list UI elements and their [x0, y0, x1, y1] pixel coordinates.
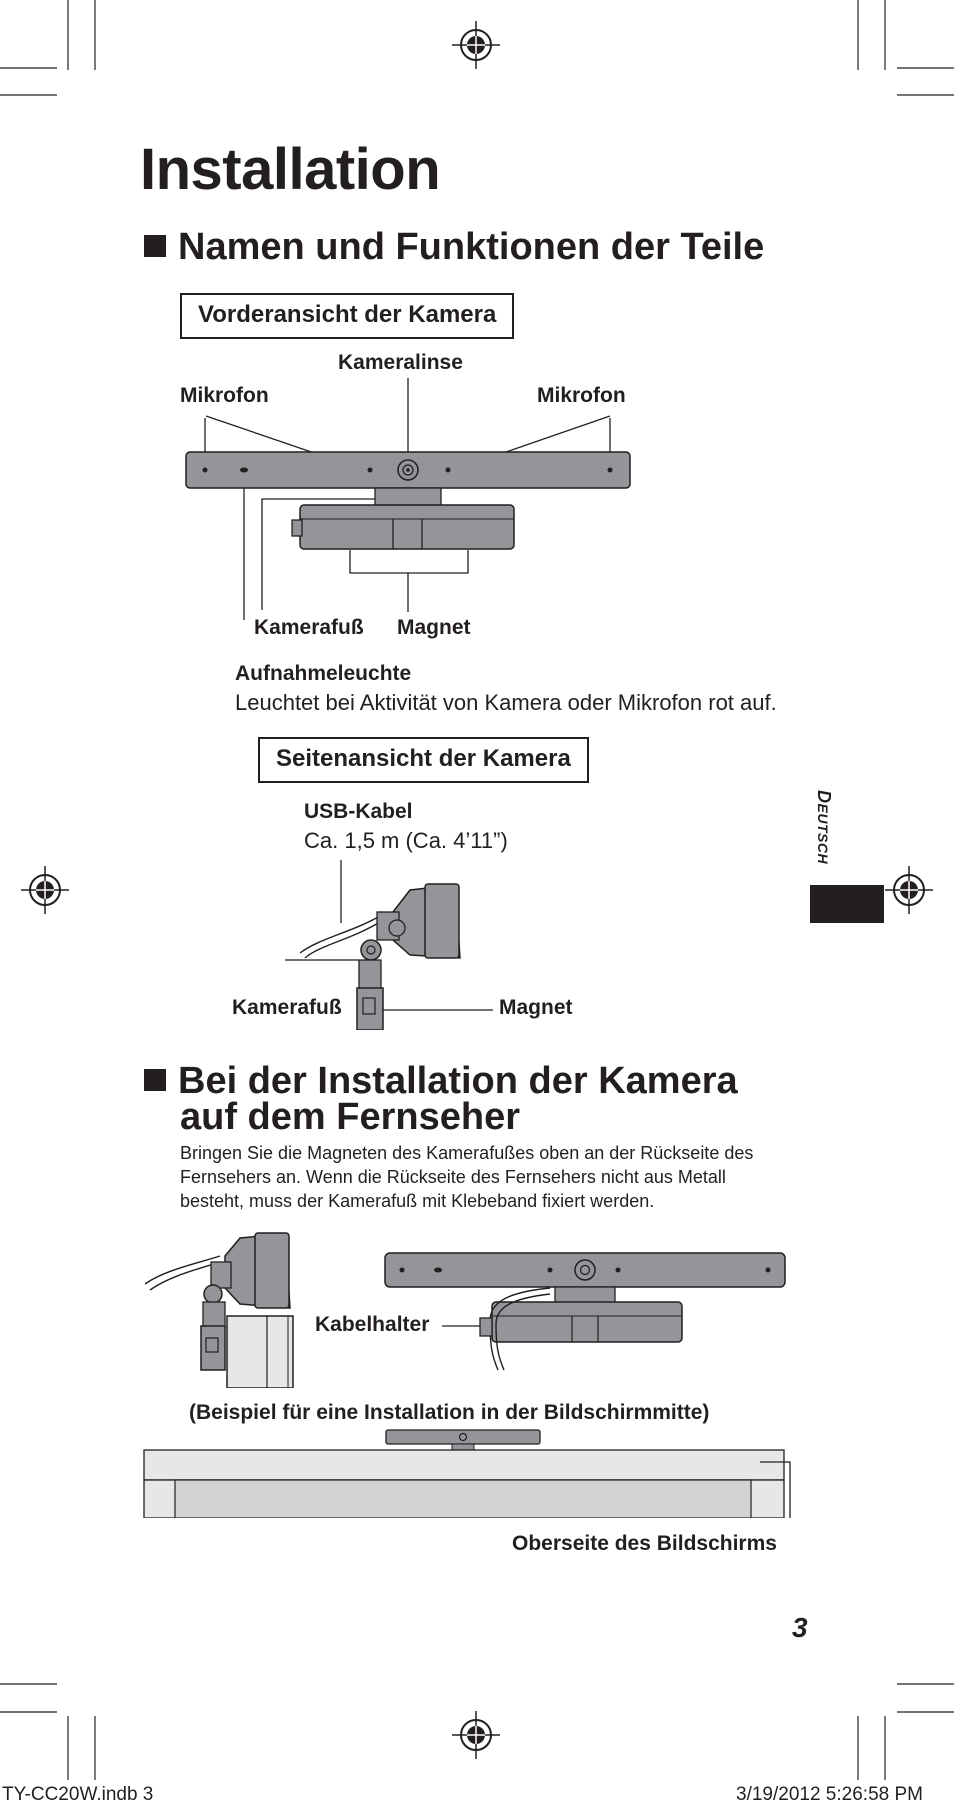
- usb-cable-length: Ca. 1,5 m (Ca. 4’11”): [304, 828, 508, 853]
- section-heading-installation-line2: auf dem Fernseher: [180, 1096, 520, 1138]
- camera-side-diagram: [285, 860, 493, 1030]
- side-view-label: Seitenansicht der Kamera: [258, 737, 589, 783]
- camera-cable-holder-illustration: [384, 1252, 786, 1371]
- section-heading-installation: Bei der Installation der Kamera: [144, 1062, 738, 1100]
- label-lens: Kameralinse: [338, 351, 463, 374]
- registration-mark-bottom: [452, 1711, 500, 1759]
- label-usb-cable: USB-Kabel: [304, 800, 413, 823]
- page-title: Installation: [140, 137, 441, 202]
- label-foot: Kamerafuß: [254, 616, 364, 639]
- recording-light-description: Leuchtet bei Aktivität von Kamera oder M…: [235, 690, 777, 715]
- label-screen-top: Oberseite des Bildschirms: [512, 1532, 777, 1555]
- label-side-foot: Kamerafuß: [232, 996, 342, 1019]
- front-view-label: Vorderansicht der Kamera: [180, 293, 515, 339]
- language-tab-label: DEUTSCH: [814, 790, 834, 865]
- square-bullet-icon: [144, 235, 166, 257]
- example-caption: (Beispiel für eine Installation in der B…: [189, 1401, 710, 1424]
- tv-top-illustration: [143, 1429, 791, 1518]
- label-mic-right: Mikrofon: [537, 384, 626, 407]
- footer-file: TY-CC20W.indb 3: [2, 1784, 154, 1805]
- installation-instructions: Bringen Sie die Magneten des Kamerafußes…: [180, 1143, 754, 1211]
- camera-on-tv-side-illustration: [145, 1232, 294, 1388]
- camera-front-diagram: [185, 378, 631, 620]
- square-bullet-icon: [144, 1069, 166, 1091]
- label-recording-light: Aufnahmeleuchte: [235, 662, 412, 685]
- registration-mark-top: [452, 21, 500, 69]
- page-number: 3: [792, 1612, 808, 1643]
- label-mic-left: Mikrofon: [180, 384, 269, 407]
- section-heading-parts: Namen und Funktionen der Teile: [144, 228, 764, 266]
- label-side-magnet: Magnet: [499, 996, 573, 1019]
- label-magnet: Magnet: [397, 616, 471, 639]
- label-cable-holder: Kabelhalter: [315, 1313, 430, 1336]
- language-tab-marker: [810, 885, 884, 923]
- registration-mark-left: [21, 866, 69, 914]
- registration-mark-right: [885, 866, 933, 914]
- footer-timestamp: 3/19/2012 5:26:58 PM: [736, 1784, 923, 1805]
